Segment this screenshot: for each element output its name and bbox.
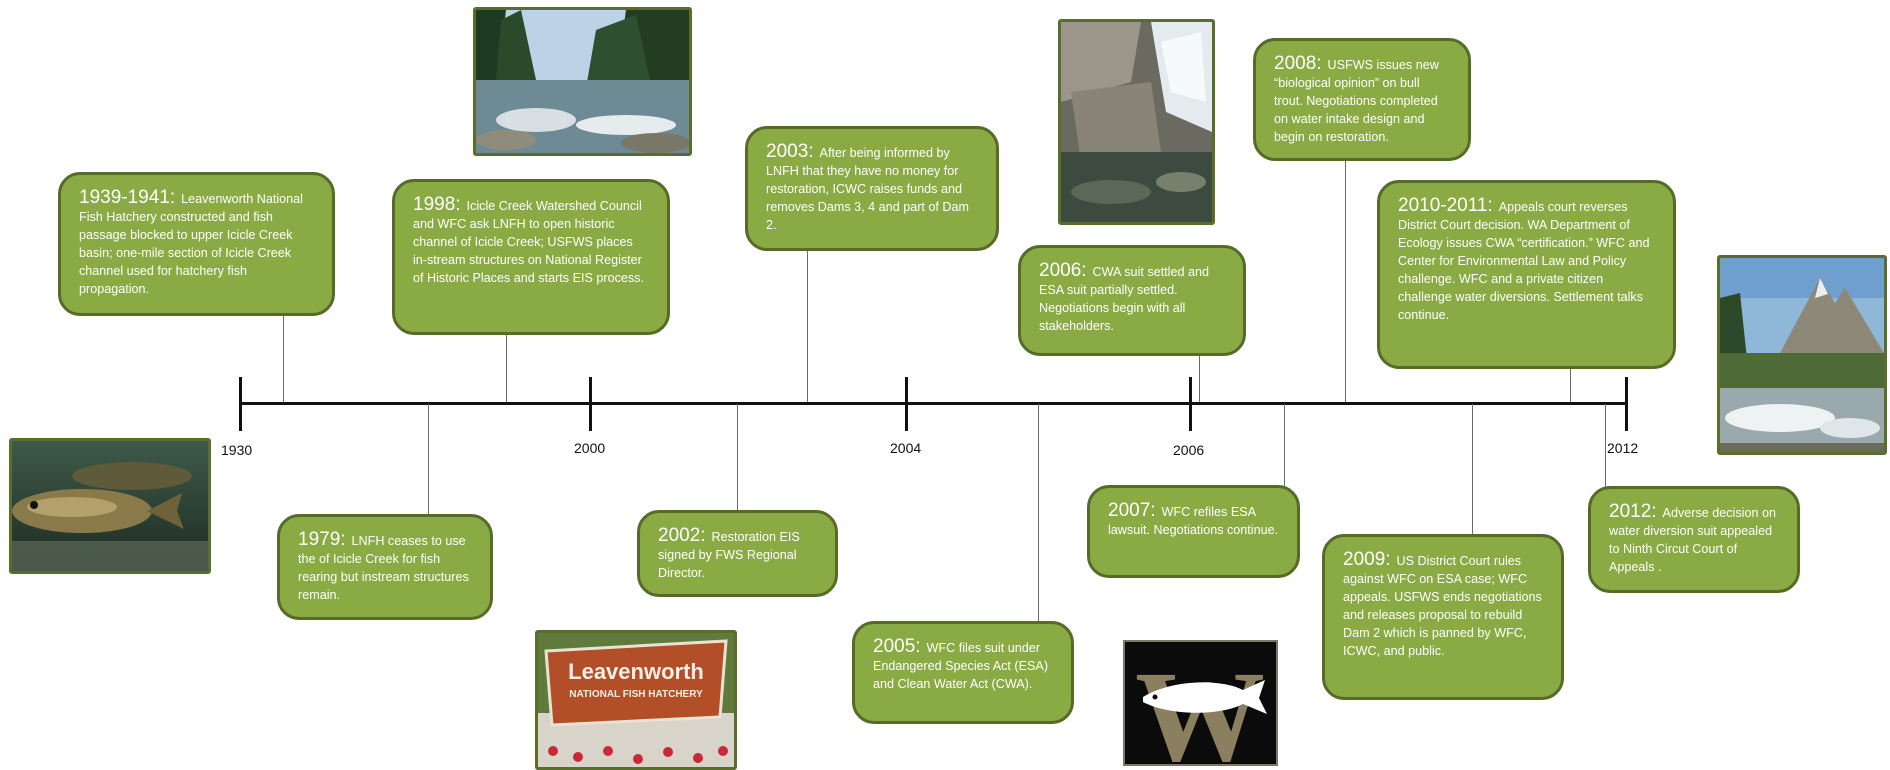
waterfall-rocks-photo [1058, 19, 1215, 225]
axis-label-2000: 2000 [574, 440, 606, 456]
axis-label-2006: 2006 [1173, 442, 1205, 458]
event-year: 2006: [1039, 260, 1087, 281]
event-year: 2012: [1609, 501, 1657, 522]
event-text: Leavenworth National Fish Hatchery const… [79, 192, 303, 296]
event-box-2008: 2008:USFWS issues new “biological opinio… [1253, 38, 1471, 161]
event-box-2005: 2005:WFC files suit under Endangered Spe… [852, 621, 1074, 724]
sign-subtitle: NATIONAL FISH HATCHERY [569, 689, 703, 700]
timeline-axis [240, 402, 1628, 405]
event-box-2006: 2006:CWA suit settled and ESA suit parti… [1018, 245, 1246, 356]
fish-photo [9, 438, 211, 574]
event-text: LNFH ceases to use the of Icicle Creek f… [298, 534, 469, 602]
event-box-2007: 2007:WFC refiles ESA lawsuit. Negotiatio… [1087, 485, 1300, 578]
connector-line [1038, 404, 1039, 622]
event-text: After being informed by LNFH that they h… [766, 146, 969, 232]
event-text: Icicle Creek Watershed Council and WFC a… [413, 199, 644, 285]
event-text: WFC refiles ESA lawsuit. Negotiations co… [1108, 505, 1279, 537]
event-year: 2010-2011: [1398, 195, 1493, 216]
axis-tick [239, 377, 242, 431]
event-year: 2009: [1343, 549, 1391, 570]
event-year: 2005: [873, 636, 921, 657]
connector-line [506, 334, 507, 402]
event-text: WFC files suit under Endangered Species … [873, 641, 1049, 691]
event-year: 2008: [1274, 53, 1322, 74]
axis-tick [589, 377, 592, 431]
event-text: Restoration EIS signed by FWS Regional D… [658, 530, 800, 580]
event-box-2003: 2003:After being informed by LNFH that t… [745, 126, 999, 251]
axis-tick [1189, 377, 1192, 431]
connector-line [1472, 404, 1473, 536]
event-box-2009: 2009:US District Court rules against WFC… [1322, 534, 1564, 700]
connector-line [428, 404, 429, 514]
event-year: 1998: [413, 194, 461, 215]
event-text: CWA suit settled and ESA suit partially … [1039, 265, 1209, 333]
axis-label-2004: 2004 [890, 440, 922, 456]
mountain-river-photo [1717, 255, 1887, 455]
connector-line [1605, 404, 1606, 488]
event-year: 2002: [658, 525, 706, 546]
connector-line [737, 404, 738, 510]
hatchery-sign-photo: Leavenworth NATIONAL FISH HATCHERY [535, 630, 737, 770]
event-box-1979: 1979:LNFH ceases to use the of Icicle Cr… [277, 514, 493, 620]
axis-tick [905, 377, 908, 431]
connector-line [807, 248, 808, 402]
connector-line [1570, 366, 1571, 402]
sign-title: Leavenworth [568, 659, 704, 684]
creek-forest-photo [473, 7, 692, 156]
event-year: 2007: [1108, 500, 1156, 521]
axis-label-2012: 2012 [1607, 440, 1639, 456]
connector-line [1284, 404, 1285, 488]
event-box-2002: 2002:Restoration EIS signed by FWS Regio… [637, 510, 838, 597]
event-text: USFWS issues new “biological opinion” on… [1274, 58, 1439, 144]
connector-line [283, 316, 284, 402]
axis-label-1930: 1930 [221, 442, 253, 458]
event-year: 1979: [298, 529, 346, 550]
event-box-1939: 1939-1941:Leavenworth National Fish Hatc… [58, 172, 335, 316]
event-box-1998: 1998:Icicle Creek Watershed Council and … [392, 179, 670, 335]
connector-line [1199, 354, 1200, 402]
event-year: 1939-1941: [79, 187, 176, 208]
event-text: US District Court rules against WFC on E… [1343, 554, 1542, 658]
connector-line [1345, 158, 1346, 402]
event-year: 2003: [766, 141, 814, 162]
event-box-2012: 2012:Adverse decision on water diversion… [1588, 486, 1800, 593]
wfc-logo: W [1123, 640, 1278, 766]
event-text: Adverse decision on water diversion suit… [1609, 506, 1776, 574]
event-box-2010: 2010-2011:Appeals court reverses Distric… [1377, 180, 1676, 369]
event-text: Appeals court reverses District Court de… [1398, 200, 1650, 322]
axis-tick [1625, 377, 1628, 431]
